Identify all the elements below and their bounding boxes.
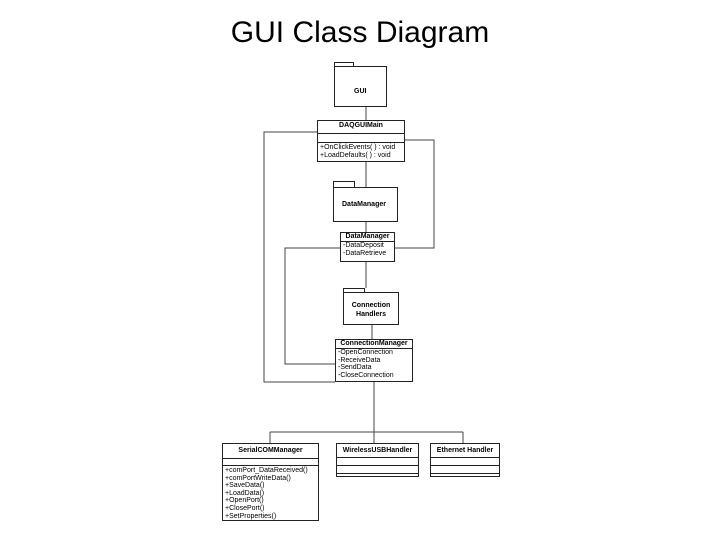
data-manager-name: DataManager <box>341 233 394 242</box>
connection-package-name-line1: Connection <box>351 302 391 309</box>
connection-manager-operation: -CloseConnection <box>338 371 394 379</box>
ethernet-handler-operations <box>431 466 499 474</box>
ethernet-handler-name: Ethernet Handler <box>431 444 499 458</box>
wireless-usb-handler-operations <box>337 466 418 474</box>
data-manager-operations: -DataDeposit -DataRetrieve <box>341 242 394 257</box>
connection-manager-name: ConnectionManager <box>336 340 412 349</box>
serial-com-manager-operation: +OpenPort() <box>225 497 264 505</box>
ethernet-handler-class: Ethernet Handler <box>430 443 500 477</box>
serial-com-manager-operation: +ClosePort() <box>225 504 265 512</box>
data-manager-package: DataManager <box>333 187 398 222</box>
ethernet-handler-attributes <box>431 458 499 466</box>
daq-gui-main-class: DAQGUIMain +OnClickEvents( ) : void +Loa… <box>317 120 405 162</box>
gui-package-name: GUI <box>354 88 367 95</box>
wireless-usb-handler-attributes <box>337 458 418 466</box>
connector-main-datamanager-right <box>395 139 435 249</box>
data-package-tab <box>333 181 355 187</box>
connection-package-tab <box>343 288 365 293</box>
serial-com-manager-class: SerialCOMManager +comPort_DataReceived()… <box>222 443 319 521</box>
gui-package: GUI <box>334 66 387 107</box>
daq-gui-main-attributes <box>318 134 404 143</box>
daq-gui-main-operation: +LoadDefaults( ) : void <box>320 151 391 159</box>
connection-handlers-package: Connection Handlers <box>343 292 399 325</box>
serial-com-manager-operations: +comPort_DataReceived() +comPortWriteDat… <box>223 466 318 521</box>
serial-com-manager-operation: +SetProperties() <box>225 512 277 520</box>
daq-gui-main-operations: +OnClickEvents( ) : void +LoadDefaults( … <box>318 143 404 160</box>
serial-com-manager-operation: +comPortWriteData() <box>225 474 291 482</box>
wireless-usb-handler-name: WirelessUSBHandler <box>337 444 418 458</box>
serial-com-manager-name: SerialCOMManager <box>223 444 318 459</box>
daq-gui-main-operation: +OnClickEvents( ) : void <box>320 144 396 151</box>
serial-com-manager-operation: +comPort_DataReceived() <box>225 467 308 474</box>
page-title: GUI Class Diagram <box>230 16 490 49</box>
connection-manager-class: ConnectionManager -OpenConnection -Recei… <box>335 339 413 382</box>
serial-com-manager-operation: +SaveData() <box>225 482 265 490</box>
connection-manager-operation: -OpenConnection <box>338 349 393 356</box>
serial-com-manager-attributes <box>223 459 318 466</box>
data-manager-operation: -DataDeposit <box>343 242 384 249</box>
connection-package-name-line2: Handlers <box>356 311 386 318</box>
connection-manager-operation: -SendData <box>338 364 372 372</box>
connector-main-connection-left <box>263 131 335 383</box>
data-manager-operation: -DataRetrieve <box>343 249 387 257</box>
gui-package-tab <box>334 62 354 67</box>
connection-manager-operation: -ReceiveData <box>338 356 381 364</box>
serial-com-manager-operation: +LoadData() <box>225 489 265 497</box>
data-manager-package-name: DataManager <box>342 201 386 208</box>
connector-datamanager-connection-left <box>284 247 340 365</box>
data-manager-class: DataManager -DataDeposit -DataRetrieve <box>340 232 395 262</box>
daq-gui-main-name: DAQGUIMain <box>318 121 404 134</box>
connection-manager-operations: -OpenConnection -ReceiveData -SendData -… <box>336 349 412 379</box>
wireless-usb-handler-class: WirelessUSBHandler <box>336 443 419 477</box>
